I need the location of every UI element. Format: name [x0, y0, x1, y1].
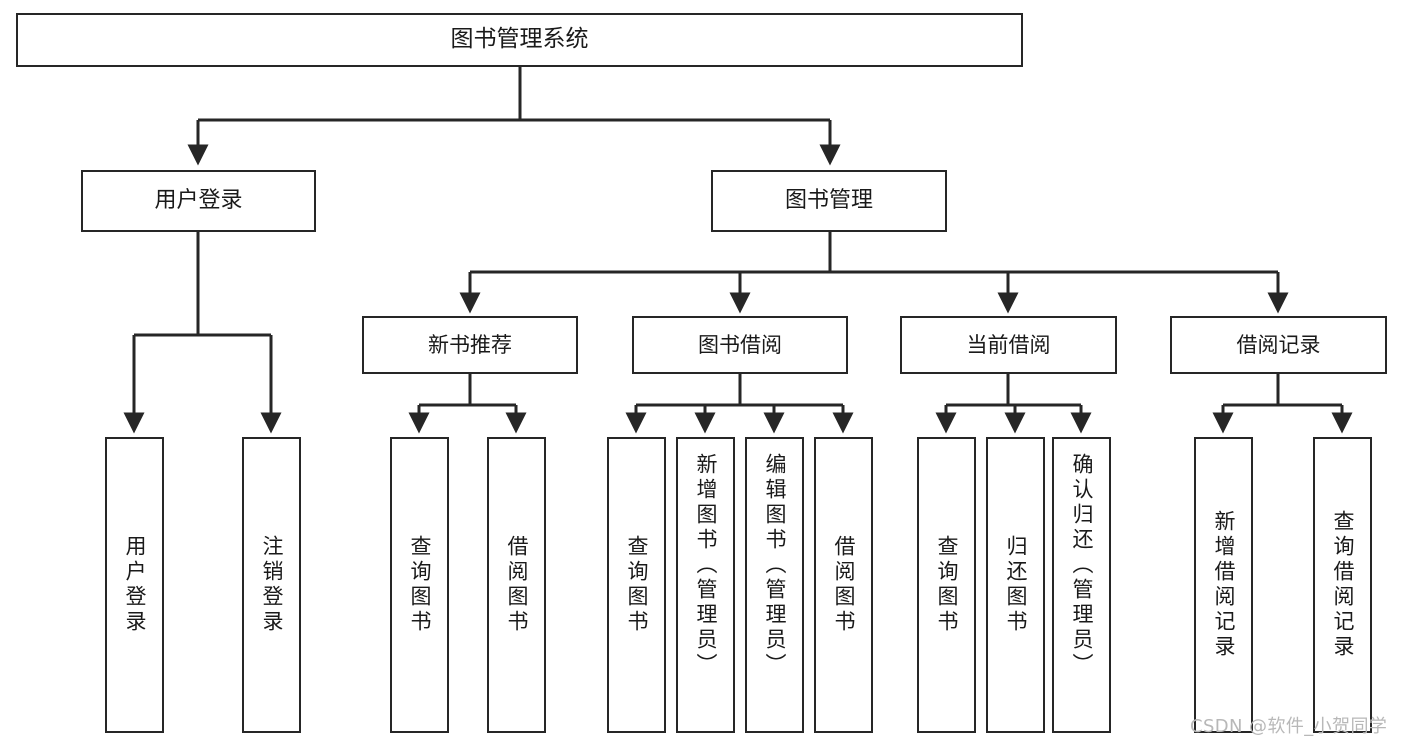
node-leaf-query-book-borrow[interactable]: 查询图书	[607, 437, 666, 733]
node-label: 查询图书	[625, 535, 649, 635]
node-label: 当前借阅	[966, 332, 1051, 357]
node-user-login[interactable]: 用户登录	[81, 170, 316, 232]
node-leaf-add-borrow-record[interactable]: 新增借阅记录	[1194, 437, 1253, 733]
node-current-borrow[interactable]: 当前借阅	[900, 316, 1117, 374]
node-leaf-add-book-admin[interactable]: 新增图书（管理员）	[676, 437, 735, 733]
node-label: 查询图书	[935, 535, 959, 635]
node-label: 查询图书	[408, 535, 432, 635]
node-leaf-user-login[interactable]: 用户登录	[105, 437, 164, 733]
node-root-book-management-system[interactable]: 图书管理系统	[16, 13, 1023, 67]
node-label: 查询借阅记录	[1331, 510, 1355, 660]
node-label: 编辑图书（管理员）	[763, 453, 787, 678]
node-leaf-return-book[interactable]: 归还图书	[986, 437, 1045, 733]
node-label: 用户登录	[123, 535, 147, 635]
node-leaf-query-borrow-record[interactable]: 查询借阅记录	[1313, 437, 1372, 733]
node-borrow-record[interactable]: 借阅记录	[1170, 316, 1387, 374]
node-leaf-query-book-current[interactable]: 查询图书	[917, 437, 976, 733]
node-leaf-borrow-book[interactable]: 借阅图书	[814, 437, 873, 733]
node-book-management[interactable]: 图书管理	[711, 170, 947, 232]
node-label: 新书推荐	[428, 332, 512, 357]
node-label: 注销登录	[260, 535, 284, 635]
node-label: 图书管理	[784, 188, 873, 214]
node-label: 新增借阅记录	[1212, 510, 1236, 660]
node-leaf-user-logout[interactable]: 注销登录	[242, 437, 301, 733]
node-label: 新增图书（管理员）	[694, 453, 718, 678]
node-label: 归还图书	[1004, 535, 1028, 635]
node-leaf-confirm-return-admin[interactable]: 确认归还（管理员）	[1052, 437, 1111, 733]
node-label: 图书借阅	[698, 332, 782, 357]
node-new-book-recommend[interactable]: 新书推荐	[362, 316, 578, 374]
node-label: 借阅图书	[832, 535, 856, 635]
node-label: 图书管理系统	[450, 26, 589, 53]
node-leaf-query-book-rec[interactable]: 查询图书	[390, 437, 449, 733]
node-label: 确认归还（管理员）	[1070, 453, 1094, 678]
node-book-borrow[interactable]: 图书借阅	[632, 316, 848, 374]
node-label: 用户登录	[154, 188, 243, 214]
node-leaf-edit-book-admin[interactable]: 编辑图书（管理员）	[745, 437, 804, 733]
watermark-text: CSDN @软件_小贺同学	[1190, 716, 1388, 737]
node-label: 借阅记录	[1236, 332, 1321, 357]
node-leaf-borrow-book-rec[interactable]: 借阅图书	[487, 437, 546, 733]
node-label: 借阅图书	[505, 535, 529, 635]
